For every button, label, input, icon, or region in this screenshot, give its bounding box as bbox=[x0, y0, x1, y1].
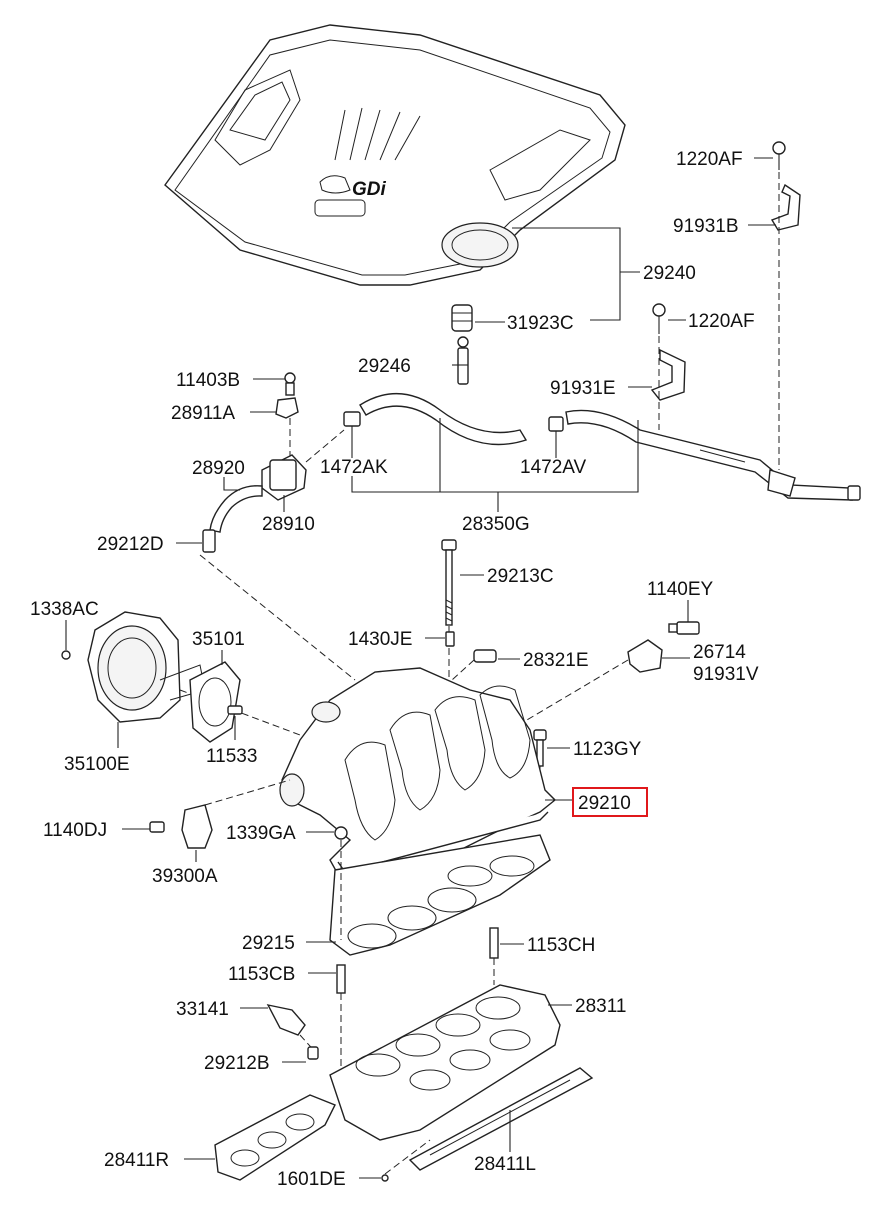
pin-1601de bbox=[381, 1139, 431, 1182]
label-1430je: 1430JE bbox=[348, 629, 412, 650]
label-11533: 11533 bbox=[206, 746, 257, 767]
label-1220af-mid: 1220AF bbox=[688, 311, 755, 332]
gasket-28411r bbox=[214, 1094, 336, 1181]
label-28321e: 28321E bbox=[523, 650, 589, 671]
label-31923c: 31923C bbox=[507, 313, 574, 334]
pcv-valve-28910 bbox=[261, 372, 345, 501]
intake-manifold bbox=[279, 667, 557, 881]
label-1140dj: 1140DJ bbox=[43, 820, 107, 841]
label-1338ac: 1338AC bbox=[30, 599, 99, 620]
label-1472av: 1472AV bbox=[520, 457, 587, 478]
label-28910: 28910 bbox=[262, 514, 315, 535]
bracket-91931e bbox=[650, 303, 686, 430]
label-29210: 29210 bbox=[578, 793, 631, 814]
label-28411r: 28411R bbox=[104, 1150, 169, 1171]
gasket-35101 bbox=[189, 661, 241, 743]
stud-1153ch bbox=[489, 927, 499, 985]
pin-29246 bbox=[457, 336, 469, 385]
highlight-box-29210 bbox=[572, 787, 648, 817]
label-91931v: 91931V bbox=[693, 664, 759, 685]
label-39300a: 39300A bbox=[152, 866, 218, 887]
label-1339ga: 1339GA bbox=[226, 823, 296, 844]
engine-cover: GDi bbox=[164, 24, 626, 286]
leader-lines bbox=[65, 157, 776, 1179]
label-35100e: 35100E bbox=[64, 754, 130, 775]
throttle-body bbox=[61, 611, 301, 736]
plug-29212b bbox=[307, 1046, 319, 1060]
label-28350g: 28350G bbox=[462, 514, 530, 535]
label-1140ey: 1140EY bbox=[647, 579, 714, 600]
label-1220af-top: 1220AF bbox=[676, 149, 743, 170]
grommet-31923c bbox=[451, 304, 473, 332]
label-35101: 35101 bbox=[192, 629, 245, 650]
stud-1430je bbox=[445, 631, 455, 647]
bolt-11533 bbox=[227, 705, 243, 715]
svg-text:GDi: GDi bbox=[352, 179, 387, 200]
label-28911a: 28911A bbox=[171, 403, 235, 424]
label-28311: 28311 bbox=[575, 996, 626, 1017]
sensor-39300a bbox=[149, 779, 291, 849]
hose-28920 bbox=[199, 485, 356, 681]
label-29213c: 29213C bbox=[487, 566, 554, 587]
bolt-1123gy bbox=[533, 729, 547, 795]
label-29240: 29240 bbox=[643, 263, 696, 284]
label-1153cb: 1153CB bbox=[228, 964, 295, 985]
label-91931b: 91931B bbox=[673, 216, 739, 237]
label-33141: 33141 bbox=[176, 999, 229, 1020]
part-labels: 1220AF 91931B 29240 1220AF 31923C 29246 … bbox=[30, 149, 759, 1190]
label-11403b: 11403B bbox=[176, 370, 240, 391]
label-1472ak: 1472AK bbox=[320, 457, 388, 478]
label-29215: 29215 bbox=[242, 933, 295, 954]
lower-manifold-28311 bbox=[329, 984, 561, 1141]
label-1601de: 1601DE bbox=[277, 1169, 346, 1190]
bolt-1140ey bbox=[509, 621, 700, 731]
gasket-28411l bbox=[408, 1067, 594, 1171]
label-91931e: 91931E bbox=[550, 378, 616, 399]
label-29246: 29246 bbox=[358, 356, 411, 377]
nut-1339ga bbox=[334, 826, 348, 940]
label-29212b: 29212B bbox=[204, 1053, 270, 1074]
label-26714: 26714 bbox=[693, 642, 746, 663]
pcv-hose-assembly bbox=[343, 393, 861, 501]
label-28920: 28920 bbox=[192, 458, 245, 479]
stud-1153cb bbox=[336, 964, 346, 1070]
label-1123gy: 1123GY bbox=[573, 739, 642, 760]
label-28411l: 28411L bbox=[474, 1154, 536, 1175]
label-29212d: 29212D bbox=[97, 534, 164, 555]
label-1153ch: 1153CH bbox=[527, 935, 595, 956]
bracket-91931b bbox=[770, 141, 801, 470]
